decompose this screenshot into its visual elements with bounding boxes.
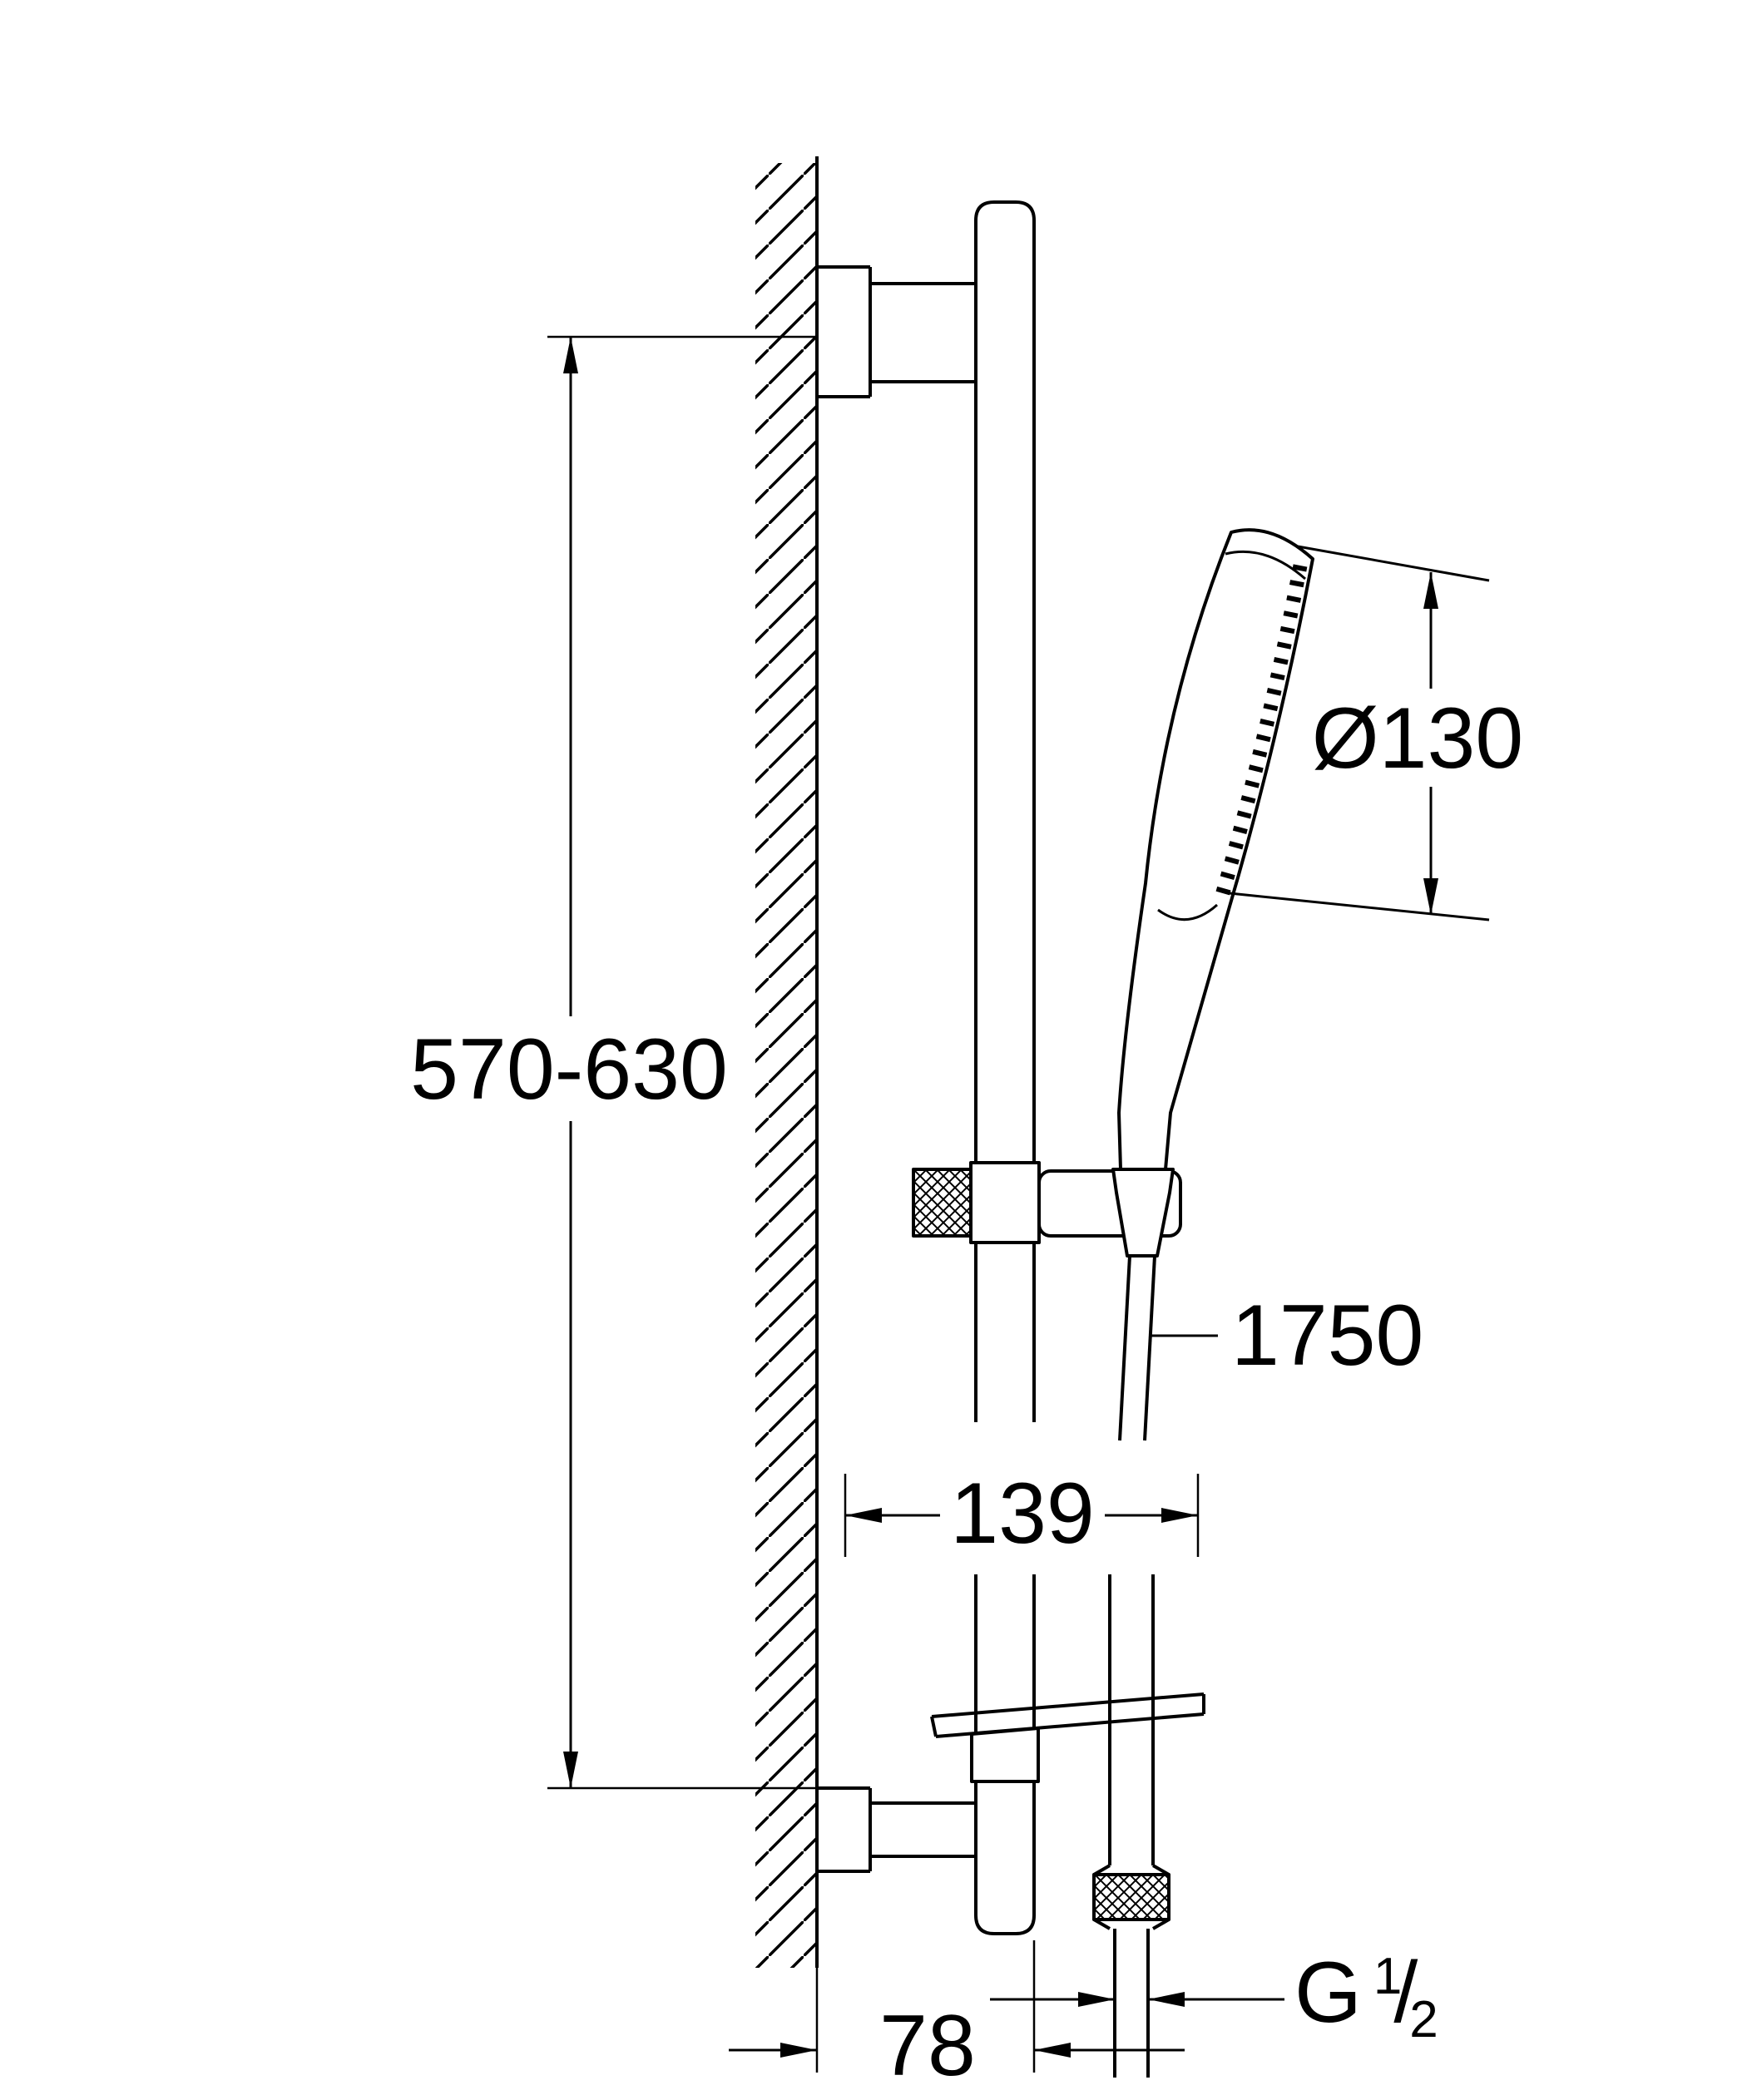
soap-dish-clamp: [970, 1727, 1040, 1783]
label-wall-distance: 78: [879, 1998, 976, 2094]
arrowhead-down: [563, 1752, 578, 1788]
dimension-thread-size: [990, 1992, 1284, 2007]
thread-prefix: G: [1294, 1944, 1362, 2041]
dimension-wall-distance: [729, 1940, 1185, 2073]
dimension-rail-span: [547, 335, 817, 1790]
hand-shower-body: [1117, 528, 1314, 1171]
hose-outline: [1143, 1255, 1156, 1441]
arrowhead-left: [845, 1508, 882, 1523]
arrowhead-left: [1034, 2043, 1071, 2058]
thread-denominator: 2: [1409, 1991, 1438, 2048]
bottom-mounting-bracket: [817, 1786, 976, 1873]
hand-shower: [1111, 528, 1314, 1258]
shower-hose-lower: [1108, 1574, 1155, 1865]
arrowhead-right: [1078, 1992, 1115, 2007]
arrowhead-up: [563, 337, 578, 373]
arrowhead-down: [1423, 878, 1438, 915]
arrowhead-right: [1161, 1508, 1198, 1523]
head-rim-line: [1225, 550, 1306, 581]
label-rail-span: 570-630: [410, 1021, 728, 1118]
thread-slash: /: [1393, 1944, 1418, 2041]
wall-hatching: [755, 163, 817, 1968]
hose-nut: [1092, 1864, 1170, 2078]
adjustment-knob: [912, 1168, 973, 1238]
thread-numerator: 1: [1373, 1948, 1403, 2005]
label-hose-length: 1750: [1231, 1287, 1424, 1384]
shower-rail-lower: [974, 1574, 1036, 1935]
hose-outline: [1118, 1255, 1131, 1441]
extension-line: [1229, 892, 1490, 922]
extension-line: [1297, 545, 1490, 582]
shower-hose-upper: [1118, 1255, 1156, 1441]
wall-section: [755, 156, 819, 1968]
arrowhead-up: [1423, 572, 1438, 609]
soap-dish: [930, 1692, 1205, 1783]
dimension-bar-depth: [844, 1474, 1200, 1557]
hose-nut-body: [1092, 1873, 1170, 1921]
holder-sleeve: [969, 1161, 1041, 1244]
label-head-diameter: Ø130: [1311, 690, 1524, 787]
top-mounting-bracket: [817, 265, 976, 398]
label-bar-depth: 139: [950, 1465, 1095, 1562]
handle-junction-line: [1157, 903, 1218, 922]
arrowhead-left: [1148, 1992, 1185, 2007]
arrowhead-right: [780, 2043, 817, 2058]
dimension-head-diameter: [1229, 545, 1490, 922]
shower-rail-upper: [974, 200, 1036, 1422]
hose-connector-cone: [1111, 1168, 1175, 1258]
